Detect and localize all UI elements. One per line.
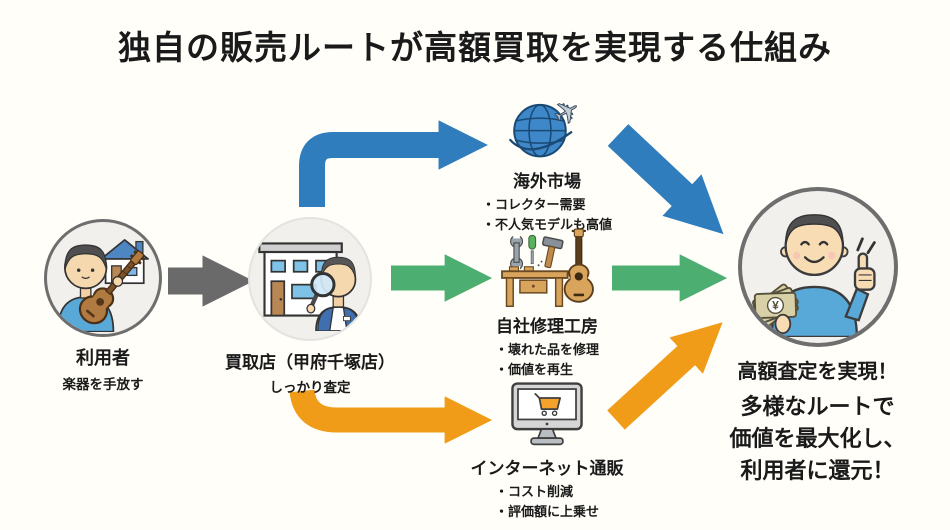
store-circle (248, 217, 372, 341)
guitar-icon (563, 228, 594, 303)
result-summary: 多様なルートで 価値を最大化し、 利用者に還元！ (700, 391, 935, 487)
bullet-item: ・コスト削減 (494, 484, 573, 499)
emphasis-lines (855, 236, 876, 254)
repair-workbench-icon (500, 228, 594, 308)
diagram-title: 独自の販売ルートが高額買取を実現する仕組み (118, 29, 832, 66)
node-result: ¥ 高額査定を実現！ (725, 187, 910, 384)
thumbs-up-icon (853, 251, 876, 291)
user-label: 利用者 (76, 348, 130, 368)
node-online: インターネット通販 ・コスト削減 ・評価額に上乗せ (452, 380, 642, 522)
repair-label: 自社修理工房 (496, 317, 598, 336)
repair-bullets: ・壊れた品を修理 ・価値を再生 (495, 340, 599, 380)
store-appraiser-icon (258, 241, 362, 331)
online-bullets: ・コスト削減 ・評価額に上乗せ (495, 482, 599, 522)
bullet-item: ・壊れた品を修理 (494, 342, 599, 357)
overseas-label: 海外市場 (513, 172, 581, 191)
summary-line: 多様なルートで (740, 394, 895, 419)
summary-line: 価値を最大化し、 (729, 425, 906, 451)
store-sublabel: しっかり査定 (269, 380, 351, 395)
node-overseas: ✈ 海外市場 ・コレクター需要 ・不人気モデルも高値 (452, 90, 642, 235)
hammer-icon (541, 236, 564, 269)
user-sublabel: 楽器を手放す (62, 377, 144, 392)
user-guitar-icon (57, 238, 149, 332)
appraiser-person (306, 256, 362, 331)
online-label: インターネット通販 (470, 459, 624, 478)
svg-text:¥: ¥ (772, 298, 779, 312)
workbench (500, 266, 569, 308)
cart-icon (534, 393, 561, 416)
node-user: 利用者 楽器を手放す (28, 219, 178, 393)
magnifier-icon (306, 271, 336, 314)
node-repair: 自社修理工房 ・壊れた品を修理 ・価値を再生 (452, 228, 642, 380)
screwdriver-icon (527, 234, 536, 265)
arrow-store-to-online (289, 388, 493, 444)
globe-plane-icon: ✈ (509, 90, 588, 158)
bullet-item: ・価値を再生 (494, 362, 573, 378)
happy-customer-icon: ¥ (751, 213, 876, 337)
overseas-bullets: ・コレクター需要 ・不人気モデルも高値 (482, 195, 612, 235)
result-label: 高額査定を実現！ (737, 361, 898, 383)
bullet-item: ・コレクター需要 (481, 197, 586, 212)
online-shop-icon (511, 382, 583, 446)
user-avatar-circle (44, 219, 162, 337)
summary-line: 利用者に還元！ (740, 457, 895, 483)
money-icon: ¥ (751, 283, 799, 334)
node-store: 買取店（甲府千塚店） しっかり査定 (190, 217, 430, 396)
arrow-store-to-overseas (299, 120, 488, 207)
bullet-item: ・評価額に上乗せ (494, 504, 599, 520)
bullet-item: ・不人気モデルも高値 (481, 217, 612, 233)
arrow-online-to-result (607, 322, 723, 430)
result-circle: ¥ (737, 187, 898, 347)
guitar-icon (78, 250, 145, 325)
wrench-icon (509, 233, 523, 272)
arrow-overseas-to-result (607, 124, 724, 235)
store-label: 買取店（甲府千塚店） (225, 353, 395, 372)
